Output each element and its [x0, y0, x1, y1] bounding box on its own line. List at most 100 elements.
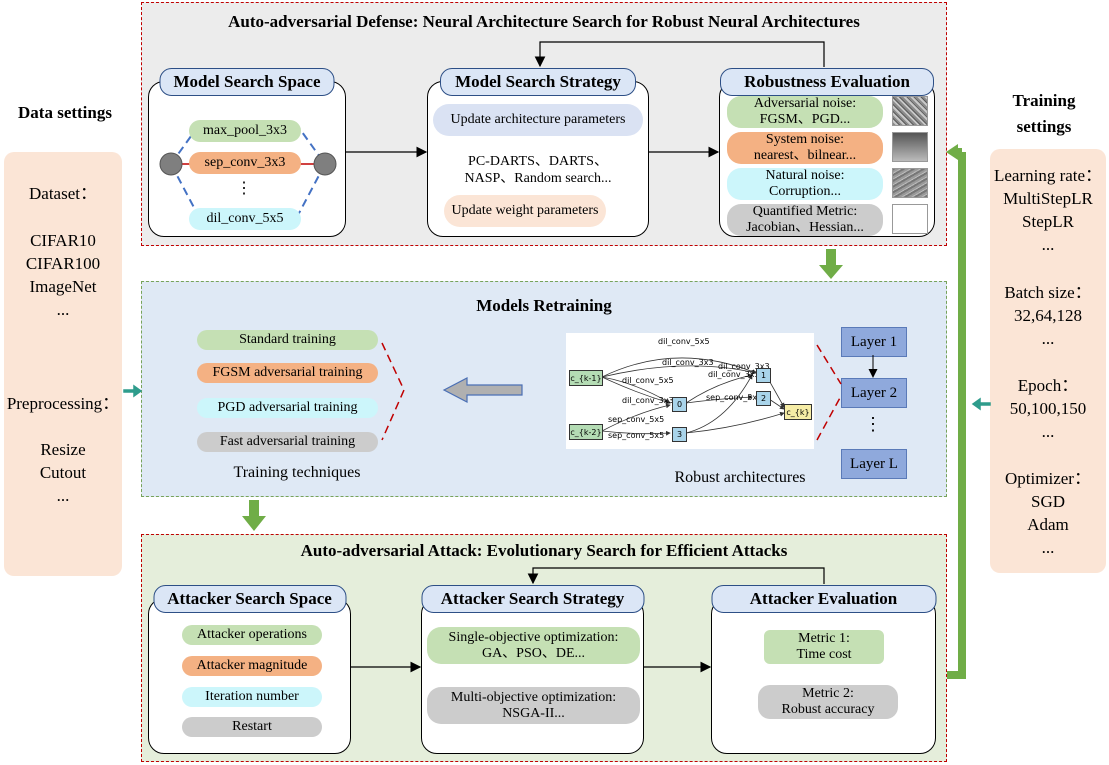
edge-label: dil_conv_3x3 — [718, 362, 770, 371]
training-techniques-caption: Training techniques — [233, 464, 361, 481]
attacker-evaluation-panel: Attacker Evaluation Metric 1: Time cost … — [711, 585, 936, 754]
single-objective-label: Single-objective optimization: — [448, 629, 619, 645]
retraining-title: Models Retraining — [476, 296, 612, 315]
iteration-number-pill: Iteration number — [182, 687, 322, 707]
learning-rate-label: Learning rate： — [993, 166, 1103, 185]
learning-rate-item: StepLR — [1022, 212, 1074, 231]
batch-size-item: 32,64,128 — [1014, 306, 1082, 325]
graph-node-2: 2 — [756, 391, 771, 406]
graph-node-input2: c_{k-2} — [569, 424, 603, 440]
graph-node-output: c_{k} — [784, 404, 812, 420]
layer-1-box: Layer 1 — [841, 327, 907, 357]
model-search-space-header: Model Search Space — [159, 68, 335, 96]
pgd-training-pill: PGD adversarial training — [197, 398, 378, 418]
attacker-operations-pill: Attacker operations — [182, 625, 322, 645]
dataset-item: CIFAR10 — [30, 231, 96, 250]
graph-node-0: 0 — [672, 397, 687, 412]
edge-label: sep_conv_5x5 — [608, 415, 665, 424]
metric-1-pill: Metric 1: Time cost — [764, 630, 884, 664]
layer-2-box: Layer 2 — [841, 378, 907, 408]
update-architecture-pill: Update architecture parameters — [433, 104, 643, 136]
batch-size-ellipsis: ... — [1041, 329, 1055, 348]
edge-label: dil_conv_3x3 — [622, 396, 674, 405]
single-objective-methods: GA、PSO、DE... — [481, 645, 586, 661]
edge-label: dil_conv_3x3 — [662, 358, 714, 367]
adversarial-noise-label: Adversarial noise: — [753, 96, 857, 111]
robustness-evaluation-panel: Robustness Evaluation Adversarial noise:… — [719, 68, 935, 237]
optimizer-ellipsis: ... — [1041, 538, 1055, 557]
op-sep-conv: sep_conv_3x3 — [189, 152, 301, 174]
search-methods-line2: NASP、Random search... — [464, 171, 612, 186]
metric-1-value: Time cost — [796, 647, 852, 662]
dataset-ellipsis: ... — [56, 300, 70, 319]
attacker-magnitude-pill: Attacker magnitude — [182, 656, 322, 676]
natural-noise-methods: Corruption... — [769, 184, 841, 199]
model-search-strategy-header: Model Search Strategy — [440, 68, 636, 96]
metric-2-label: Metric 2: — [802, 686, 854, 701]
robust-architectures-caption: Robust architectures — [674, 469, 806, 486]
defense-title: Auto-adversarial Defense: Neural Archite… — [228, 12, 860, 31]
preprocessing-label: Preprocessing： — [6, 394, 120, 413]
metric-1-label: Metric 1: — [798, 631, 850, 646]
fast-training-pill: Fast adversarial training — [197, 432, 378, 452]
edge-label: dil_conv_5x5 — [622, 376, 674, 385]
attacker-search-space-header: Attacker Search Space — [153, 585, 346, 613]
quantified-metric-pill: Quantified Metric: Jacobian、Hessian... — [727, 204, 883, 236]
optimizer-item: Adam — [1027, 515, 1069, 534]
natural-noise-label: Natural noise: — [765, 168, 845, 183]
layer-l-box: Layer L — [841, 449, 907, 479]
optimizer-item: SGD — [1030, 492, 1065, 511]
graph-node-input1: c_{k-1} — [569, 370, 603, 386]
op-max-pool: max_pool_3x3 — [189, 120, 301, 142]
op-ellipsis: ⋮ — [236, 180, 252, 197]
edge-label: sep_conv_3x3 — [706, 393, 763, 402]
graph-node-1: 1 — [756, 368, 771, 383]
op-dil-conv: dil_conv_5x5 — [189, 208, 301, 230]
edge-label: sep_conv_5x5 — [608, 431, 665, 440]
data-settings-title: Data settings — [18, 103, 112, 122]
multi-objective-label: Multi-objective optimization: — [450, 689, 617, 705]
architecture-graph: dil_conv_5x5 dil_conv_3x3 dil_conv_5x5 d… — [566, 333, 814, 449]
training-settings-title-1: Training — [1012, 91, 1076, 110]
preprocessing-item: Cutout — [39, 463, 87, 482]
preprocessing-item: Resize — [40, 440, 86, 459]
update-weight-pill: Update weight parameters — [444, 195, 606, 227]
single-objective-pill: Single-objective optimization: GA、PSO、DE… — [427, 627, 640, 664]
robustness-evaluation-header: Robustness Evaluation — [720, 68, 934, 96]
fgsm-training-pill: FGSM adversarial training — [197, 363, 378, 383]
attacker-evaluation-header: Attacker Evaluation — [711, 585, 936, 613]
multi-objective-pill: Multi-objective optimization: NSGA-II... — [427, 687, 640, 724]
edge-label: dil_conv_3x3 — [708, 370, 760, 379]
learning-rate-ellipsis: ... — [1041, 235, 1055, 254]
metric-2-pill: Metric 2: Robust accuracy — [758, 685, 898, 719]
system-noise-thumbnail — [892, 132, 928, 162]
dataset-label: Dataset： — [29, 184, 97, 203]
standard-training-pill: Standard training — [197, 330, 378, 350]
epoch-label: Epoch： — [1017, 376, 1079, 395]
preprocessing-ellipsis: ... — [56, 486, 70, 505]
adversarial-noise-methods: FGSM、PGD... — [759, 112, 851, 127]
edge-label: dil_conv_5x5 — [658, 337, 710, 346]
attacker-search-strategy-panel: Attacker Search Strategy Single-objectiv… — [421, 585, 644, 754]
graph-edges — [601, 357, 785, 436]
graph-node-3: 3 — [672, 427, 687, 442]
metric-2-value: Robust accuracy — [781, 702, 875, 717]
system-noise-label: System noise: — [765, 132, 845, 147]
adversarial-noise-pill: Adversarial noise: FGSM、PGD... — [727, 96, 883, 128]
system-noise-pill: System noise: nearest、bilnear... — [727, 132, 883, 164]
natural-noise-pill: Natural noise: Corruption... — [727, 168, 883, 200]
attack-title: Auto-adversarial Attack: Evolutionary Se… — [300, 541, 788, 560]
epoch-ellipsis: ... — [1041, 422, 1055, 441]
model-search-space-panel: Model Search Space max_pool_3x3 sep_conv… — [148, 68, 346, 237]
training-settings-panel: Learning rate： MultiStepLR StepLR ... Ba… — [990, 149, 1106, 573]
learning-rate-item: MultiStepLR — [1003, 189, 1093, 208]
optimizer-label: Optimizer： — [1005, 469, 1091, 488]
data-settings-panel: Dataset： CIFAR10 CIFAR100 ImageNet ... P… — [4, 152, 122, 576]
search-methods-line1: PC-DARTS、DARTS、 — [468, 154, 608, 169]
training-settings-title-2: settings — [1016, 117, 1072, 136]
batch-size-label: Batch size： — [1004, 283, 1092, 302]
model-search-strategy-panel: Model Search Strategy Update architectur… — [427, 68, 649, 237]
adversarial-noise-thumbnail — [892, 96, 928, 126]
natural-noise-thumbnail — [892, 168, 928, 198]
quantified-metric-methods: Jacobian、Hessian... — [746, 220, 864, 235]
